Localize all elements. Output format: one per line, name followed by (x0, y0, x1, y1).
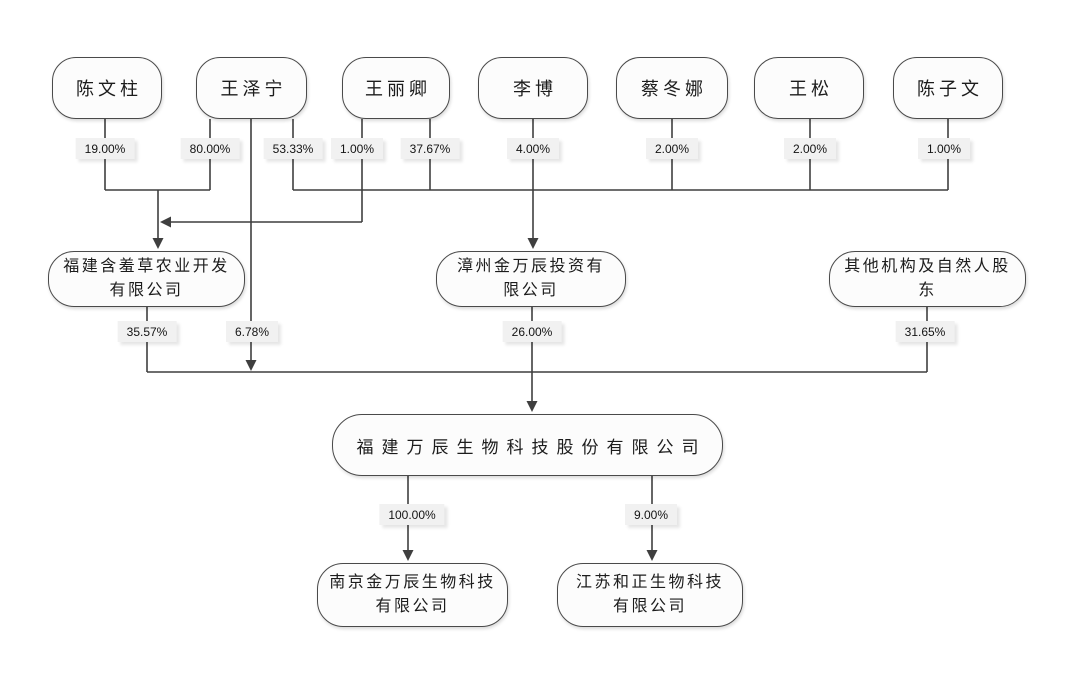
company-node-fujian-hanxiucao: 福建含羞草农业开发有限公司 (48, 251, 245, 307)
stake-label-2-b: 2.00% (783, 138, 837, 159)
stake-label-31-65: 31.65% (895, 321, 955, 342)
arrow-wangzening-direct (245, 360, 257, 371)
company-node-other-shareholders: 其他机构及自然人股东 (829, 251, 1026, 307)
arrow-into-wanchen (526, 401, 538, 412)
arrowheads (152, 216, 658, 561)
stake-label-1-a: 1.00% (330, 138, 384, 159)
person-node-cai-dongna: 蔡冬娜 (616, 57, 728, 119)
person-node-wang-liqing: 王丽卿 (342, 57, 450, 119)
stake-label-26: 26.00% (502, 321, 562, 342)
stake-label-9: 9.00% (624, 504, 678, 525)
person-node-wang-song: 王松 (754, 57, 864, 119)
stake-label-53-33: 53.33% (263, 138, 323, 159)
stake-label-19: 19.00% (75, 138, 135, 159)
stake-label-4: 4.00% (506, 138, 560, 159)
stake-label-100: 100.00% (379, 504, 445, 525)
company-node-nanjing-jinwanchen: 南京金万辰生物科技有限公司 (317, 563, 508, 627)
arrow-into-hanxiucao (152, 238, 164, 249)
company-node-fujian-wanchen-main: 福建万辰生物科技股份有限公司 (332, 414, 723, 476)
company-node-zhangzhou-jinwanchen: 漳州金万辰投资有限公司 (436, 251, 626, 307)
arrow-into-jiangsu (646, 550, 658, 561)
person-node-chen-wenzhu: 陈文柱 (52, 57, 162, 119)
person-node-li-bo: 李博 (478, 57, 588, 119)
stake-label-6-78: 6.78% (225, 321, 279, 342)
stake-label-37-67: 37.67% (400, 138, 460, 159)
stake-label-35-57: 35.57% (117, 321, 177, 342)
person-node-wang-zening: 王泽宁 (196, 57, 307, 119)
arrow-into-zhangzhou (527, 238, 539, 249)
company-node-jiangsu-hezheng: 江苏和正生物科技有限公司 (557, 563, 743, 627)
arrow-merge-left (160, 216, 171, 228)
stake-label-2-a: 2.00% (645, 138, 699, 159)
edge-group-hanxiucao (105, 189, 362, 239)
stake-label-1-b: 1.00% (917, 138, 971, 159)
person-node-chen-ziwen: 陈子文 (893, 57, 1003, 119)
stake-label-80: 80.00% (180, 138, 240, 159)
arrow-into-nanjing (402, 550, 414, 561)
